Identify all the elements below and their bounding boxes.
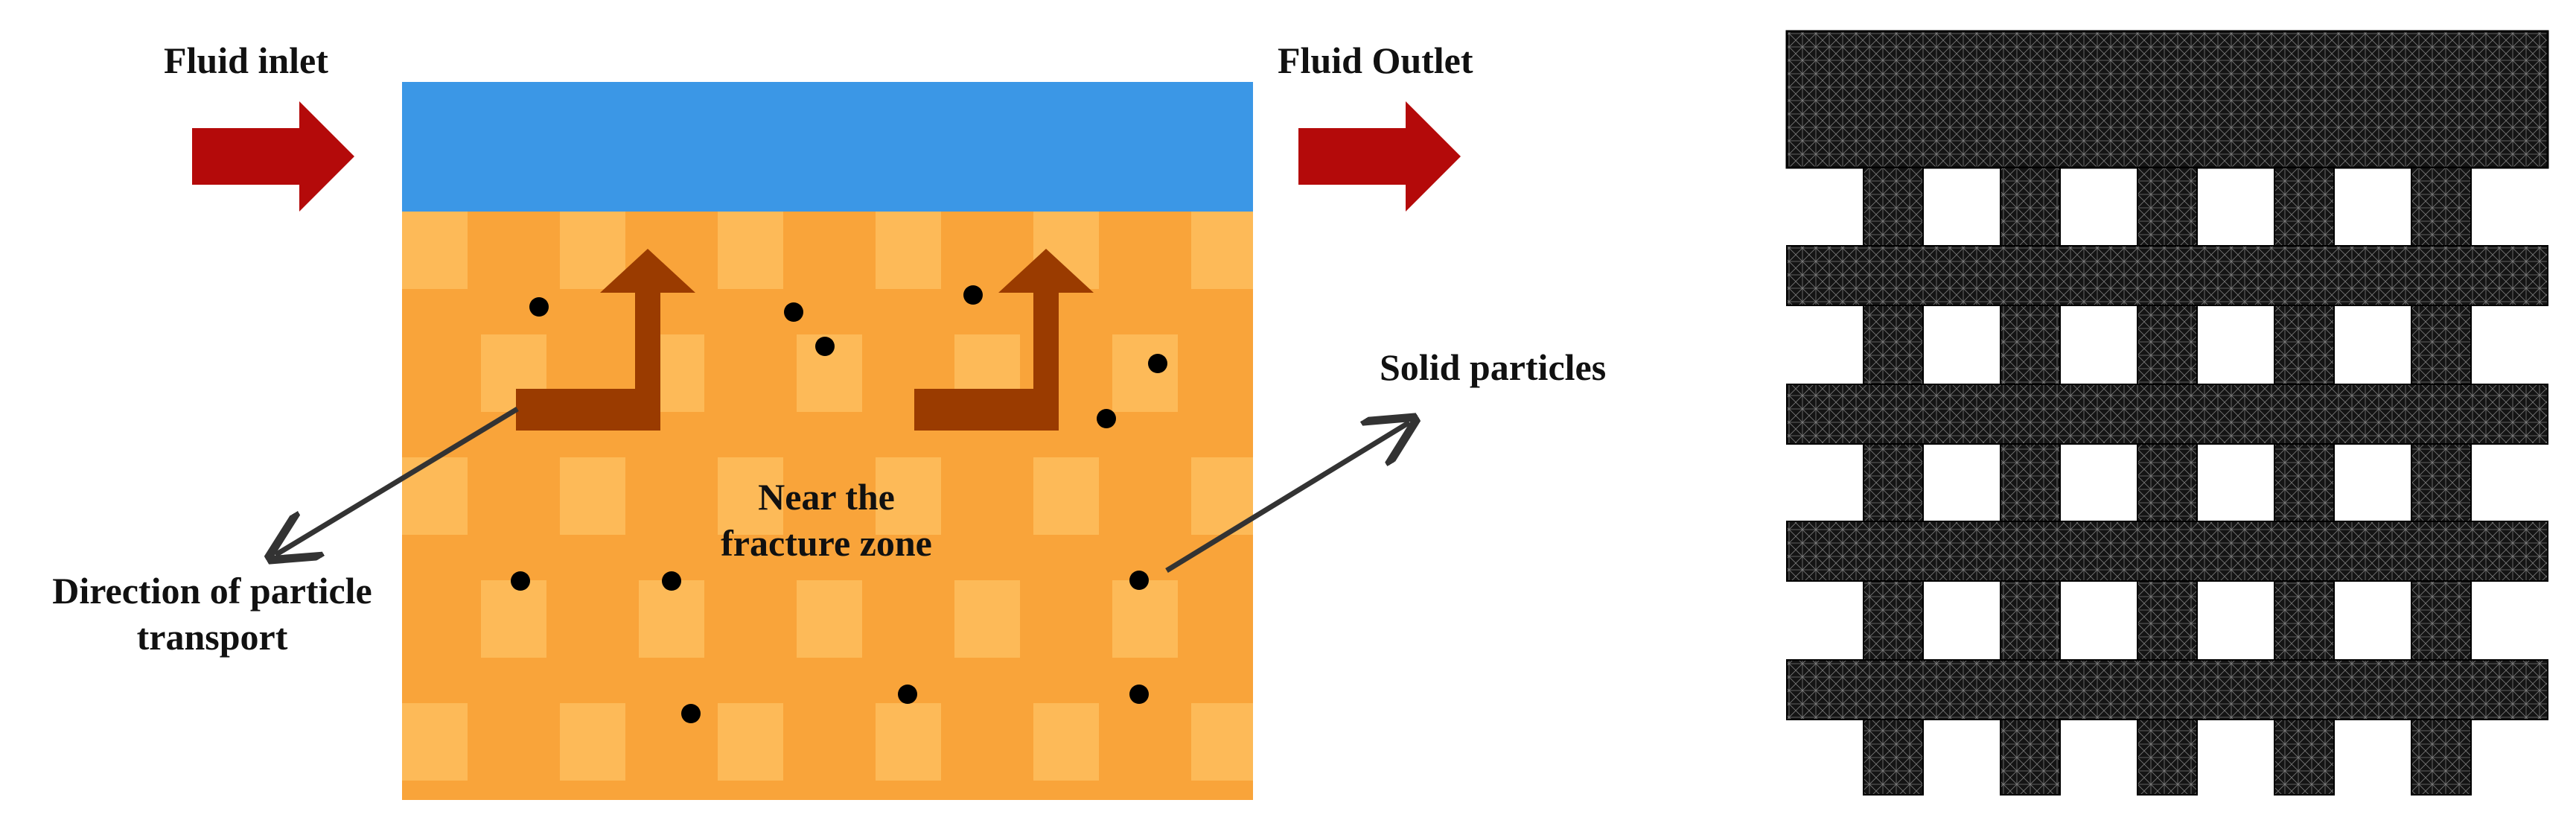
pore-block [718,457,783,535]
fracture-channel [402,82,1253,212]
mesh-top-channel [1785,30,2549,169]
pore-block [481,580,546,658]
pore-block [1191,212,1253,289]
pore-block [876,703,941,781]
solid-particle [1129,685,1149,704]
solid-particle [1129,571,1149,590]
pore-blocks [402,212,1253,781]
pore-block [402,703,468,781]
solid-particles-label: Solid particles [1380,346,1607,388]
pore-block [639,580,704,658]
solid-particle [898,685,917,704]
inlet-arrow-icon [192,101,354,212]
transport-arrow-icon [516,249,695,431]
near-fracture-line-1: Near the [758,476,895,518]
direction-pointer-line [275,407,519,555]
solid-particle [1097,409,1116,428]
solid-particle [963,285,983,305]
mesh-horizontal-channel [1786,521,2548,582]
mesh-horizontal-channel [1786,245,2548,306]
pore-block [797,580,862,658]
solid-particle [1148,354,1167,373]
transport-arrow-icon [914,249,1094,431]
mesh-horizontal-channel [1786,659,2548,720]
solid-particles [511,285,1167,723]
solid-particle [662,571,681,591]
pore-block [560,703,625,781]
porous-domain-schematic [402,82,1253,800]
pore-block [1112,334,1178,412]
pore-block [954,580,1020,658]
solid-particle [511,571,530,591]
near-fracture-line-2: fracture zone [721,522,932,564]
outlet-arrow-icon [1298,101,1461,212]
pore-block [876,457,941,535]
near-fracture-zone-label: Near the fracture zone [670,474,983,566]
mesh-horizontal-channel [1786,384,2548,445]
solid-particle [681,704,701,723]
particles-pointer-line [1165,422,1409,573]
pore-block [402,457,468,535]
pore-block [560,212,625,289]
pore-block [402,212,468,289]
direction-line-1: Direction of particle [52,570,372,612]
fluid-outlet-label: Fluid Outlet [1278,39,1473,81]
fluid-inlet-label: Fluid inlet [164,39,328,81]
pore-block [876,212,941,289]
solid-particle [784,302,803,322]
pore-block [1191,703,1253,781]
direction-of-transport-label: Direction of particle transport [15,568,409,660]
pore-block [1033,703,1099,781]
mesh-geometry [1785,30,2549,796]
pore-block [1112,580,1178,658]
direction-line-2: transport [136,616,288,658]
pore-block [718,212,783,289]
pore-block [718,703,783,781]
pore-block [560,457,625,535]
solid-particle [815,337,835,356]
pore-block [1033,457,1099,535]
solid-particle [529,297,549,317]
